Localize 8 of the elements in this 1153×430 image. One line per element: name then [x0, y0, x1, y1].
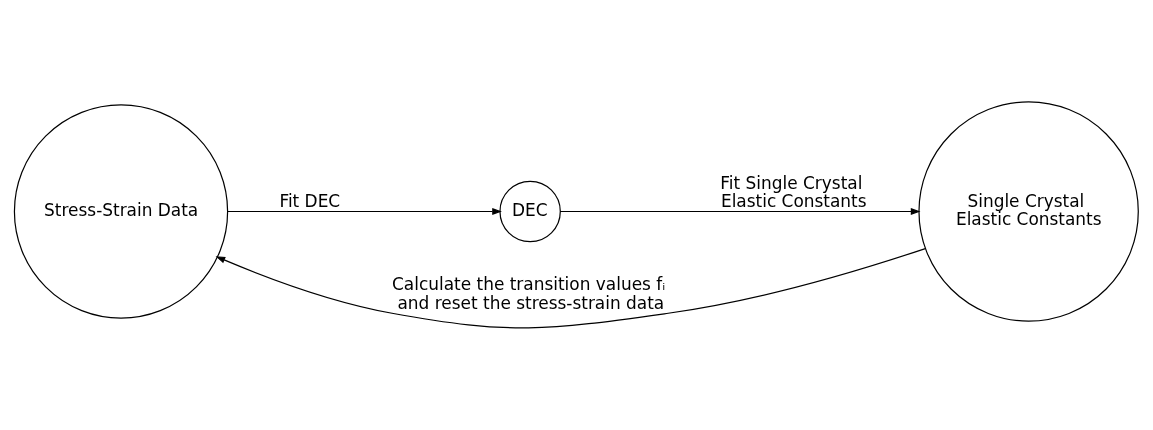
arrow: [226, 208, 502, 215]
node-circle: DEC: [499, 180, 561, 243]
arrow: [215, 247, 926, 329]
edge-label: Fit Single Crystal Elastic Constants: [720, 172, 867, 211]
arrow: [559, 208, 921, 215]
node-circle: Single Crystal Elastic Constants: [918, 101, 1139, 322]
edge-label: Fit DEC: [279, 190, 341, 211]
edge-label: Calculate the transition values fᵢ and reset the stress-strain data: [392, 274, 666, 313]
